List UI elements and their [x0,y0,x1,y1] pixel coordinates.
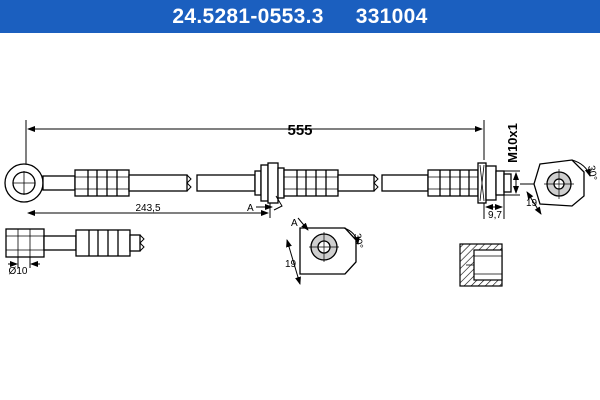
thread-size-label: M10x1 [505,123,520,163]
eye-side-view [5,228,145,258]
bracket-cross-section [459,243,503,287]
detail-a-across-flats: 19 [285,259,297,270]
fitting-length-label: 9,7 [488,210,502,221]
banjo-eye-fitting [4,163,76,203]
eye-diameter-label: Ø10 [9,266,28,277]
threaded-end-fitting [477,162,512,204]
detail-a-dims [286,217,360,285]
middle-crimp-sleeve [283,169,339,197]
detail-a-view [299,227,357,275]
part-number: 24.5281-0553.3 [172,4,324,28]
thread-dimension [504,170,520,196]
brake-hose-assembly [4,162,512,211]
right-crimp-sleeve [427,169,479,197]
end-view-dims [520,159,591,215]
hose-segment [337,174,429,192]
reference-number: 331004 [355,4,428,28]
title-bar: 24.5281-0553.3 331004 [0,0,600,33]
total-length-dimension [25,120,485,172]
total-length-label: 555 [287,122,312,139]
left-crimp-sleeve [74,169,130,197]
hose-segment [128,174,256,192]
section-marker-label: A [247,203,254,214]
middle-bracket [254,162,285,211]
end-view-across-flats: 19 [526,198,538,209]
detail-a-label: A [291,218,298,229]
end-view-angle: 30° [585,165,598,182]
fitting-length-dimension [483,195,505,219]
partial-length-label: 243,5 [135,203,160,214]
eye-diameter-dimension [8,257,40,268]
detail-a-angle: 30° [351,233,364,250]
end-view [533,159,585,207]
